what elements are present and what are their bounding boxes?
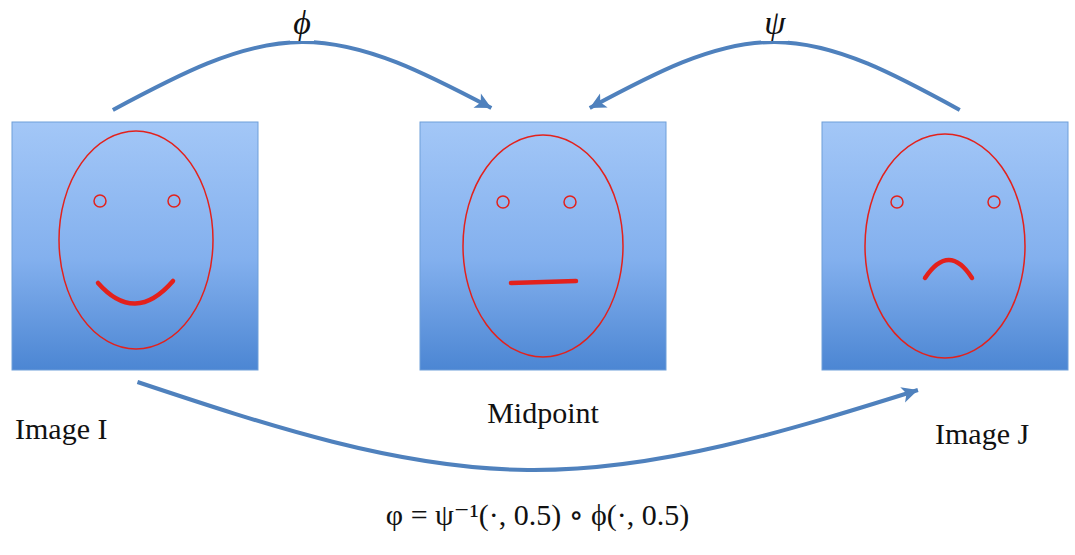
mapping-arrow: [590, 42, 960, 110]
frown-mouth: [925, 260, 972, 278]
face-eye: [891, 196, 903, 208]
face-outline: [463, 135, 623, 357]
mapping-arrow: [137, 382, 917, 470]
face-eye: [564, 196, 576, 208]
image-label: Image I: [15, 412, 107, 447]
image-box: Midpoint: [420, 122, 666, 370]
image-box: Image J: [822, 122, 1068, 370]
smile-mouth: [98, 281, 173, 304]
image-square: [420, 122, 666, 370]
neutral-mouth: [511, 281, 576, 283]
image-square: [12, 122, 258, 370]
image-square: [822, 122, 1068, 370]
face-eye: [988, 196, 1000, 208]
image-label: Midpoint: [487, 396, 599, 431]
image-box: Image I: [12, 122, 258, 370]
map-symbol: ψ: [761, 4, 788, 41]
face-eye: [168, 195, 180, 207]
face-eye: [94, 195, 106, 207]
face-outline: [865, 134, 1025, 358]
image-label: Image J: [935, 417, 1029, 452]
face-eye: [497, 196, 509, 208]
map-symbol: ϕ: [290, 4, 314, 41]
mapping-arrow: [113, 42, 491, 110]
formula-caption: φ = ψ⁻¹(·, 0.5) ∘ ϕ(·, 0.5): [0, 497, 1075, 533]
face-outline: [59, 131, 213, 349]
